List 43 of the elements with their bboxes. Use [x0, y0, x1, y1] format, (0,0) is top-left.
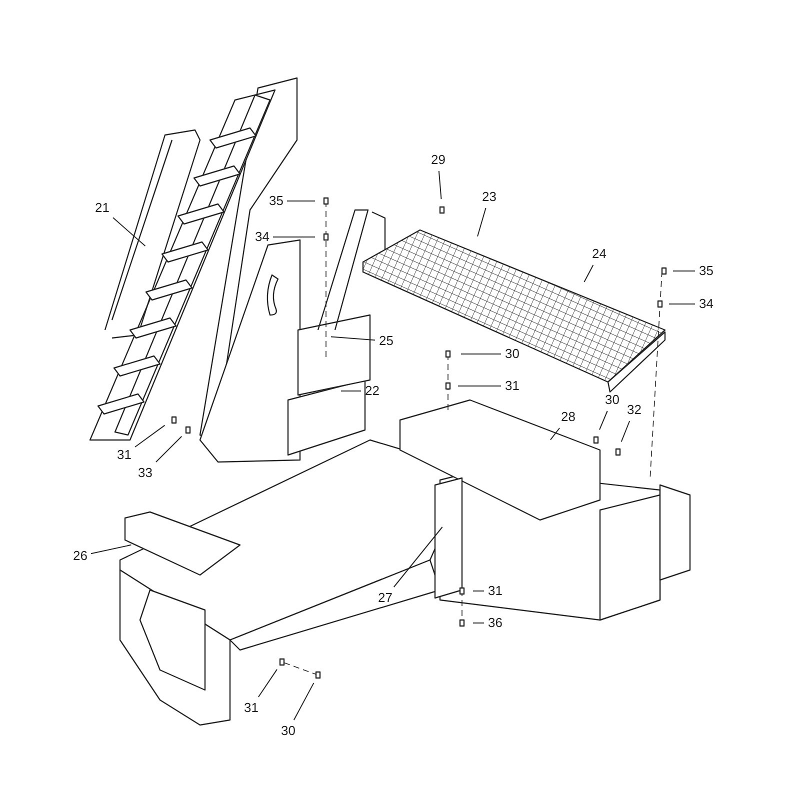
callout-number: 31	[488, 583, 502, 599]
callout-number: 34	[699, 296, 714, 312]
leader-line	[293, 682, 314, 720]
leader-line	[90, 544, 132, 554]
callout-number: 30	[505, 346, 520, 362]
callout-number: 35	[269, 193, 284, 209]
leader-line	[620, 420, 630, 442]
callout-number: 35	[699, 263, 714, 279]
leader-line	[672, 270, 696, 272]
leader-line	[330, 336, 376, 341]
callout-number: 26	[73, 548, 88, 564]
callout-number: 33	[138, 465, 152, 481]
leader-line	[340, 390, 362, 392]
callout-number: 28	[561, 409, 576, 425]
callout-number: 30	[605, 392, 620, 408]
callout-number: 29	[431, 152, 446, 168]
callout-number: 32	[627, 402, 642, 418]
callout-number: 31	[505, 378, 520, 394]
leader-line	[584, 264, 594, 283]
callout-number: 30	[281, 723, 296, 739]
leader-line	[156, 436, 182, 462]
callout-number: 31	[117, 447, 132, 463]
callout-number: 34	[255, 229, 270, 245]
leader-line	[438, 170, 442, 200]
leader-line	[258, 668, 278, 698]
callout-number: 31	[244, 700, 258, 716]
callout-number: 25	[379, 333, 394, 349]
leader-line	[134, 424, 166, 448]
leader-line	[393, 526, 443, 588]
callout-number: 24	[592, 246, 606, 262]
leader-line	[550, 428, 560, 440]
leader-line	[272, 236, 316, 238]
callout-number: 22	[365, 383, 380, 399]
callout-number: 36	[488, 615, 502, 631]
leader-line	[472, 590, 484, 592]
callout-number: 23	[482, 189, 496, 205]
leader-line	[112, 217, 146, 247]
callout-number: 27	[378, 590, 392, 606]
leader-line	[599, 410, 608, 430]
callout-number: 21	[95, 200, 110, 216]
leader-line	[477, 208, 486, 237]
leader-line	[472, 622, 484, 624]
leader-line	[286, 200, 316, 202]
